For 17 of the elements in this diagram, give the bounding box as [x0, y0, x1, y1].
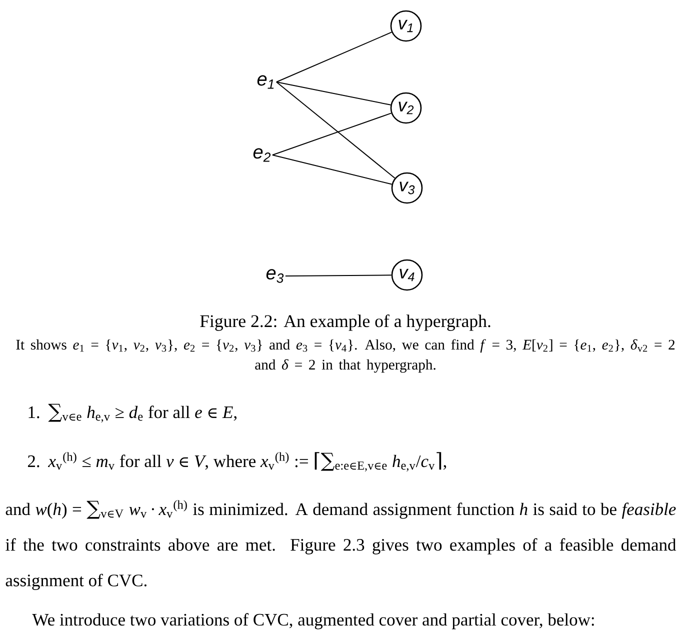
connector-line — [284, 274, 392, 276]
list-item-text: x$_{v}$$^{(h)}$ ≤ m$_{v}$ for all v∈ V, where x$_{v}$$^{(h)}$ := ⌈∑$_{e:e∈E,v∈e}$ h$_{e,v}$/c$_{v}$⌉, — [48, 452, 446, 472]
connector-line — [276, 82, 396, 179]
hyperedge-label: e$_{3}$ — [266, 269, 284, 283]
connector-line — [272, 112, 392, 156]
hyperedge-label: e$_{2}$ — [253, 148, 271, 162]
body-paragraph: We introduce two variations of CVC, augmented cover and partial cover, below: — [32, 613, 594, 630]
list-item-text: ∑$_{v∈e}$ h$_{e,v}$ ≥ d$_{e}$ for all e ∈ E, — [48, 404, 236, 422]
list-number: 1. — [28, 406, 40, 418]
figure-caption: Figure 2.2: An example of a hypergraph. — [200, 314, 490, 331]
connector-line — [276, 32, 392, 82]
hyperedge-label: e$_{1}$ — [257, 75, 274, 89]
body-paragraph: and w(h) = ∑$_{v∈V}$ w$_{v}$·x$_{v}$$^{(h)}$ is minimized. A demand assignment function h is said to be feasible if the two constraints above are met. Figure 2.3 gives two examples of a feasible demand assignment of CVC. — [6, 500, 676, 590]
connector-line — [276, 82, 392, 106]
caption-note: It shows e$_{1}$ = {v$_{1}$, v$_{2}$, v$_{3}$}, e$_{2}$ = {v$_{2}$, v$_{3}$} and e$_{3}$ = {v$_{4}$}. Also, we can find f = 3, E[v$_{2}$] = {e$_{1}$, e$_{2}$}, δ$_{v2}$ = 2 and δ = 2 in that hypergraph. — [16, 339, 675, 373]
list-number: 2. — [28, 455, 40, 468]
connector-line — [272, 154, 392, 185]
